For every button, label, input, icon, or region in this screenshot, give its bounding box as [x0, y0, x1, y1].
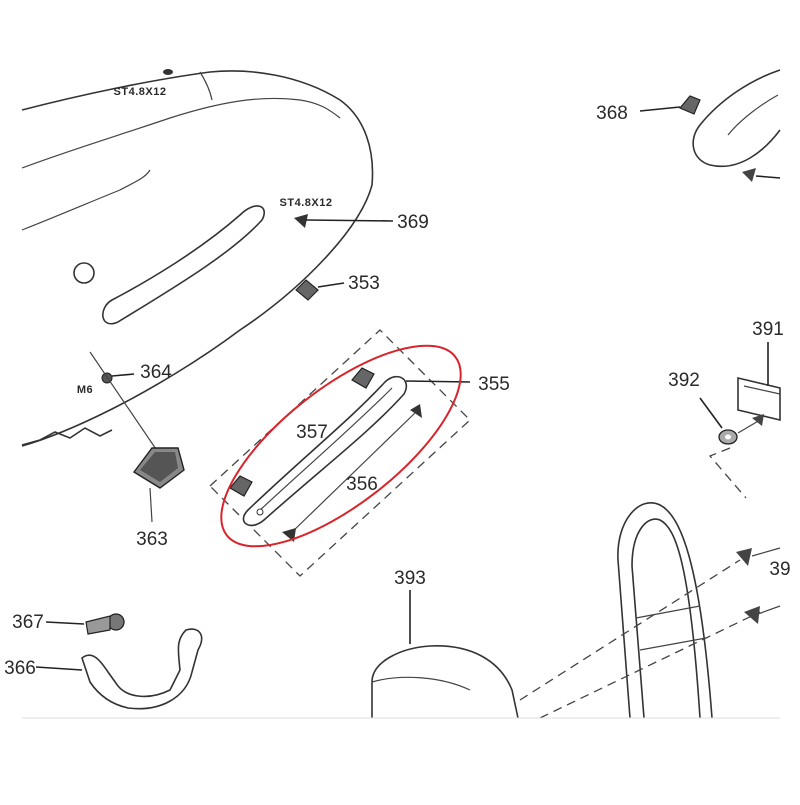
screw-369-icon: [294, 214, 394, 228]
spec-label-m6: M6: [77, 384, 93, 396]
body-panel-left: [21, 69, 374, 447]
callout-368: 368: [596, 103, 628, 124]
bent-rod-366: [35, 628, 203, 710]
callout-367: 367: [12, 612, 44, 633]
bolt-367-icon: [45, 613, 125, 635]
clip-368-icon: [639, 95, 701, 115]
bolt-364-icon: [89, 351, 161, 456]
bracket-391: [737, 342, 781, 426]
callout-369: 369: [397, 212, 429, 233]
screw-right-icon: [742, 168, 781, 182]
nut-handle-lower-icon: [229, 475, 253, 497]
body-panel-right: [692, 69, 781, 168]
dash-washer: [708, 447, 747, 499]
callout-353: 353: [348, 273, 380, 294]
callout-363: 363: [136, 529, 168, 550]
spec-label-top: ST4.8X12: [114, 86, 167, 98]
callout-366: 366: [4, 658, 36, 679]
callout-392: 392: [668, 370, 700, 391]
highlight-ellipse: [220, 344, 462, 548]
knob-363-icon: [132, 447, 185, 523]
seat-frame: [519, 502, 781, 719]
nut-handle-upper-icon: [351, 367, 375, 389]
nut-353-icon: [295, 279, 345, 301]
callout-356: 356: [346, 474, 378, 495]
washer-392-icon: [699, 397, 761, 445]
seat-cushion-393: [371, 590, 519, 719]
spec-label-369: ST4.8X12: [280, 197, 333, 209]
grab-handle-357: [242, 376, 408, 527]
callout-39x: 39: [769, 559, 790, 580]
callout-391: 391: [752, 319, 784, 340]
callout-357: 357: [296, 422, 328, 443]
callout-355: 355: [478, 374, 510, 395]
callout-393: 393: [394, 568, 426, 589]
callout-364: 364: [140, 362, 172, 383]
